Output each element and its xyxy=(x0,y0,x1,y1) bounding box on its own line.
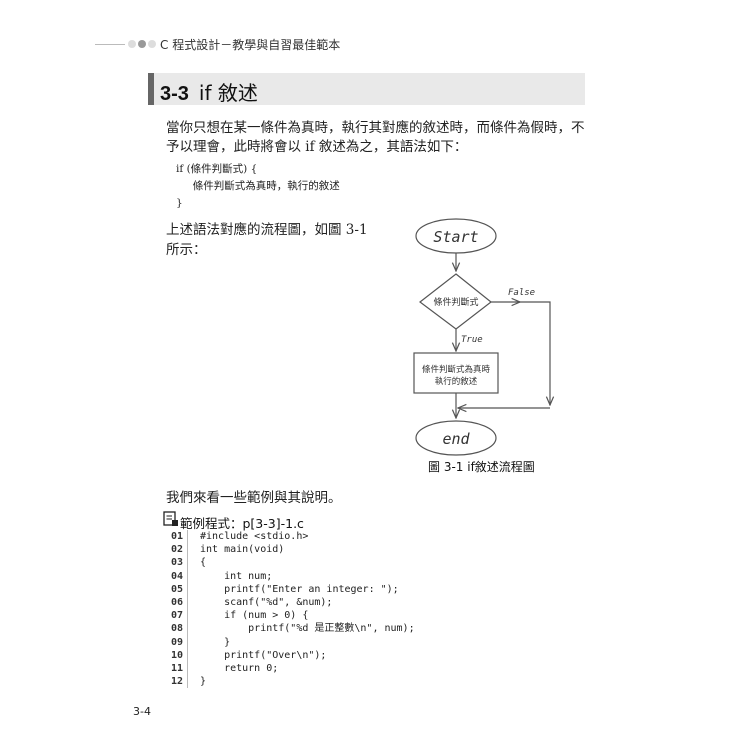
line-number: 03 xyxy=(166,556,188,570)
figure-caption: 圖 3-1 if敘述流程圖 xyxy=(428,460,535,474)
flow-intro: 上述語法對應的流程圖，如圖 3-1 所示： xyxy=(166,222,368,258)
code-text: } xyxy=(200,636,231,648)
line-number: 11 xyxy=(166,661,188,676)
header-dot xyxy=(128,40,136,48)
line-number: 08 xyxy=(166,622,188,636)
code-text: #include <stdio.h> xyxy=(200,531,309,542)
example-label: 範例程式：p[3-3]-1.c xyxy=(180,516,304,531)
line-number: 05 xyxy=(166,582,188,596)
line-number: 04 xyxy=(166,569,188,583)
line-number: 10 xyxy=(166,648,188,662)
code-text: return 0; xyxy=(200,662,279,674)
code-file-icon xyxy=(163,511,178,526)
section-heading-bg xyxy=(148,73,585,105)
section-heading: 3-3 if 敘述 xyxy=(160,77,258,106)
code-text: printf("Over\n"); xyxy=(200,649,327,661)
code-line: 05 printf("Enter an integer: "); xyxy=(166,582,415,596)
example-intro: 我們來看一些範例與其說明。 xyxy=(166,490,342,506)
code-line: 01 #include <stdio.h> xyxy=(166,530,415,544)
code-text: int main(void) xyxy=(200,544,285,556)
syntax-block: if (條件判斷式) { 條件判斷式為真時，執行的敘述 } xyxy=(176,161,591,212)
code-line: 04 int num; xyxy=(166,569,415,583)
action-label-1: 條件判斷式為真時 xyxy=(422,364,491,375)
code-text: if (num > 0) { xyxy=(200,610,309,622)
running-header: C 程式設計－教學與自習最佳範本 xyxy=(160,38,341,52)
syntax-line: } xyxy=(176,197,183,209)
code-line: 07 if (num > 0) { xyxy=(166,609,415,623)
line-number: 07 xyxy=(166,609,188,623)
end-label: end xyxy=(442,430,470,448)
code-text: printf("%d 是正整數\n", num); xyxy=(200,623,415,635)
false-arrow xyxy=(491,301,550,405)
code-line: 06 scanf("%d", &num); xyxy=(166,595,415,610)
code-line: 02 int main(void) xyxy=(166,543,415,557)
header-rule xyxy=(95,44,125,45)
section-number: 3-3 xyxy=(160,83,189,105)
intro-text: 當你只想在某一條件為真時，執行其對應的敘述時，而條件為假時，不予以理會，此時將會… xyxy=(166,120,585,155)
code-line: 11 return 0; xyxy=(166,661,415,676)
code-text: } xyxy=(200,676,207,688)
intro-paragraph: 當你只想在某一條件為真時，執行其對應的敘述時，而條件為假時，不予以理會，此時將會… xyxy=(166,119,591,212)
section-title: if 敘述 xyxy=(198,81,258,105)
line-number: 12 xyxy=(166,675,188,689)
line-number: 09 xyxy=(166,635,188,649)
line-number: 02 xyxy=(166,543,188,557)
code-text: int num; xyxy=(200,570,273,582)
code-line: 03 { xyxy=(166,556,415,570)
code-line: 08 printf("%d 是正整數\n", num); xyxy=(166,622,415,636)
header-dot xyxy=(148,40,156,48)
code-line: 12} xyxy=(166,675,415,689)
header-dot xyxy=(138,40,146,48)
code-text: scanf("%d", &num); xyxy=(200,596,333,608)
code-text: { xyxy=(200,557,207,569)
page-number: 3-4 xyxy=(133,705,151,718)
true-label: True xyxy=(461,335,483,345)
section-heading-bar xyxy=(148,73,154,105)
code-listing: 01 #include <stdio.h> 02 int main(void) 03 {0… xyxy=(166,530,415,689)
code-line: 10 printf("Over\n"); xyxy=(166,648,415,662)
syntax-line: if (條件判斷式) { xyxy=(176,163,258,175)
condition-label: 條件判斷式 xyxy=(433,296,478,308)
code-line: 09 } xyxy=(166,635,415,649)
line-number: 01 xyxy=(166,530,188,544)
end-node xyxy=(415,420,497,456)
false-label: False xyxy=(508,288,535,298)
action-label-2: 執行的敘述 xyxy=(435,376,478,387)
line-number: 06 xyxy=(166,595,188,610)
syntax-line: 條件判斷式為真時，執行的敘述 xyxy=(176,180,340,192)
start-label: Start xyxy=(433,228,478,246)
code-text: printf("Enter an integer: "); xyxy=(200,583,399,595)
